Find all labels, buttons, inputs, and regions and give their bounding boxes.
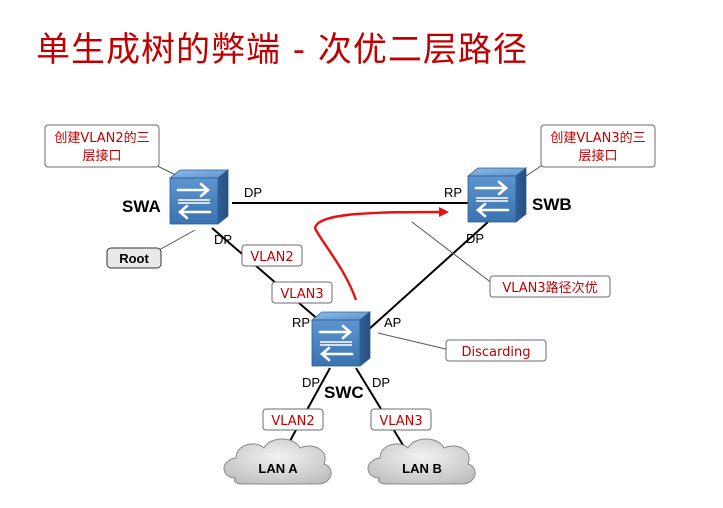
callout-text: 创建VLAN2的三	[54, 130, 149, 146]
tag-swa-swc-vlan2: VLAN2	[241, 244, 303, 267]
suboptimal-path-arrow	[313, 207, 449, 301]
callout-text: Root	[119, 251, 149, 266]
lan-a-cloud[interactable]: LAN A	[223, 438, 332, 485]
tag-text: VLAN3	[379, 414, 422, 429]
callout-text: 层接口	[82, 148, 121, 164]
callout-text: VLAN3路径次优	[502, 280, 597, 296]
callout-suboptimal-path: VLAN3路径次优	[489, 275, 611, 298]
switch-icon	[310, 310, 372, 368]
lan-b-label: LAN B	[402, 461, 442, 476]
switch-icon	[466, 166, 528, 224]
tag-text: VLAN2	[250, 250, 293, 265]
swa-label: SWA	[122, 197, 161, 216]
swb-label: SWB	[532, 195, 572, 214]
leader-discarding	[377, 332, 451, 351]
callout-text: 层接口	[578, 148, 617, 164]
leader-suboptimal	[411, 221, 494, 285]
callout-swb-vlan3-interface: 创建VLAN3的三 层接口	[540, 124, 656, 168]
tag-swa-swc-vlan3: VLAN3	[271, 281, 333, 304]
tag-text: VLAN2	[271, 414, 314, 429]
callout-text: Discarding	[462, 345, 531, 360]
page-title: 单生成树的弊端 - 次优二层路径	[36, 30, 528, 70]
port-swc-right: AP	[384, 315, 401, 330]
port-swc-bottom-left: DP	[302, 375, 320, 390]
switch-swc[interactable]	[310, 310, 372, 368]
tag-text: VLAN3	[280, 287, 323, 302]
lan-b-cloud[interactable]: LAN B	[367, 438, 476, 485]
cloud-icon	[223, 438, 332, 485]
callout-swa-vlan2-interface: 创建VLAN2的三 层接口	[44, 124, 160, 168]
port-swc-bottom-right: DP	[372, 375, 390, 390]
tag-lanb-vlan3: VLAN3	[370, 408, 432, 431]
tag-lana-vlan2: VLAN2	[262, 408, 324, 431]
cloud-icon	[367, 438, 476, 485]
switch-swa[interactable]	[168, 168, 230, 226]
callout-root: Root	[106, 247, 162, 269]
port-swa-right: DP	[244, 185, 262, 200]
link-swb-swc	[367, 221, 489, 331]
switch-swb[interactable]	[466, 166, 528, 224]
swc-label: SWC	[324, 383, 364, 402]
callout-text: 创建VLAN3的三	[550, 130, 645, 146]
port-swb-bottom: DP	[466, 231, 484, 246]
callout-discarding: Discarding	[445, 339, 547, 362]
link-swa-swc	[211, 227, 329, 329]
switch-icon	[168, 168, 230, 226]
port-swa-bottom: DP	[214, 232, 232, 247]
port-swc-left: RP	[292, 315, 310, 330]
port-swb-left: RP	[444, 185, 462, 200]
lan-a-label: LAN A	[258, 461, 298, 476]
